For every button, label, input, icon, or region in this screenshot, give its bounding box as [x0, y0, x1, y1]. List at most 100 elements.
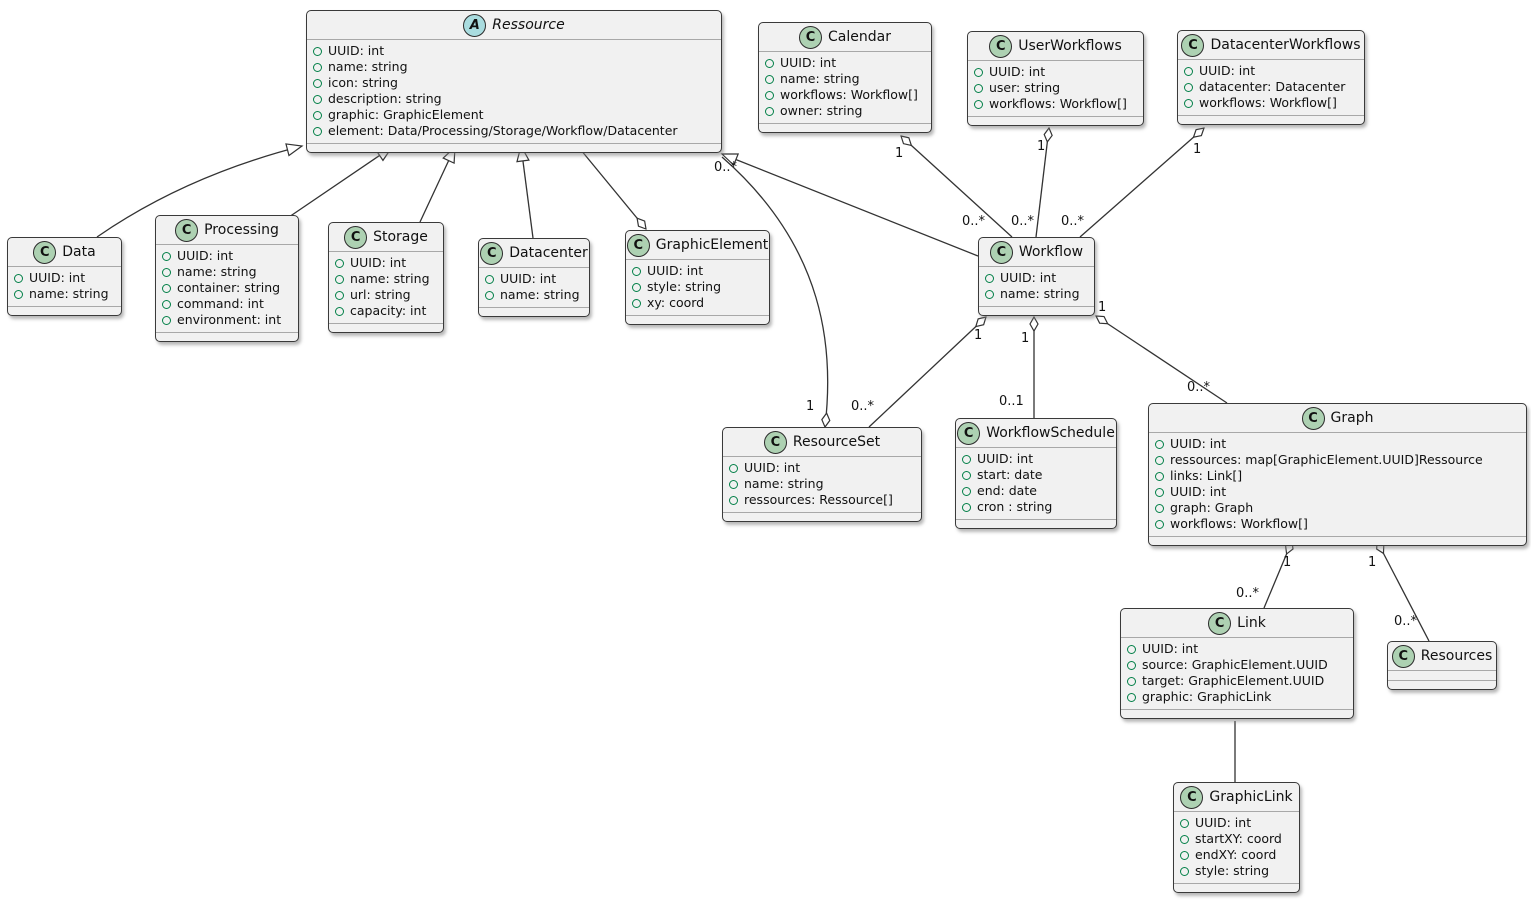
class-attribute: element: Data/Processing/Storage/Workflo… [313, 123, 713, 139]
attribute-text: name: string [177, 264, 257, 279]
field-visibility-icon [485, 274, 494, 284]
field-visibility-icon [632, 282, 641, 292]
field-visibility-icon [1155, 471, 1164, 481]
field-visibility-icon [974, 67, 983, 77]
class-attribute: container: string [162, 280, 290, 296]
attribute-text: environment: int [177, 312, 282, 327]
class-title: C Workflow [979, 238, 1094, 266]
attribute-text: source: GraphicElement.UUID [1142, 657, 1328, 672]
field-visibility-icon [985, 289, 994, 299]
edge-graph-aggregates-link [1263, 541, 1292, 609]
class-methods-compartment [1388, 681, 1496, 689]
edge-calendar-aggregates-workflow [901, 136, 1013, 238]
class-attribute: name: string [765, 71, 923, 87]
attribute-text: UUID: int [500, 271, 557, 286]
multiplicity-label: 1 [895, 146, 904, 161]
attribute-text: container: string [177, 280, 281, 295]
attribute-text: UUID: int [1170, 484, 1227, 499]
attribute-text: ressources: Ressource[] [744, 492, 893, 507]
attribute-text: UUID: int [780, 55, 837, 70]
class-stereotype-icon: C [344, 225, 368, 249]
class-attribute: xy: coord [632, 295, 761, 311]
class-name: Processing [204, 222, 279, 238]
field-visibility-icon [335, 306, 344, 316]
attribute-text: owner: string [780, 103, 863, 118]
class-attribute: endXY: coord [1180, 847, 1291, 863]
class-attribute: end: date [962, 483, 1108, 499]
class-attribute: user: string [974, 80, 1135, 96]
attribute-text: name: string [350, 271, 430, 286]
attribute-text: endXY: coord [1195, 847, 1277, 862]
field-visibility-icon [162, 315, 171, 325]
field-visibility-icon [1127, 660, 1136, 670]
field-visibility-icon [1180, 834, 1189, 844]
attribute-text: icon: string [328, 75, 398, 90]
attribute-text: UUID: int [177, 248, 234, 263]
field-visibility-icon [729, 495, 738, 505]
attribute-text: name: string [500, 287, 580, 302]
field-visibility-icon [765, 74, 774, 84]
attribute-text: cron : string [977, 499, 1053, 514]
class-attribute: UUID: int [974, 64, 1135, 80]
field-visibility-icon [1155, 503, 1164, 513]
attribute-text: command: int [177, 296, 264, 311]
multiplicity-label: 1 [974, 328, 983, 343]
field-visibility-icon [1127, 676, 1136, 686]
class-attribute: UUID: int [335, 255, 435, 271]
multiplicity-label: 1 [1098, 300, 1107, 315]
multiplicity-label: 0..1 [999, 394, 1024, 409]
field-visibility-icon [335, 258, 344, 268]
class-methods-compartment [329, 324, 443, 332]
class-stereotype-icon: C [989, 240, 1013, 264]
class-name: Workflow [1018, 244, 1084, 260]
class-stereotype-icon: C [480, 241, 504, 265]
field-visibility-icon [313, 94, 322, 104]
class-attribute: style: string [1180, 863, 1291, 879]
class-methods-compartment [1174, 884, 1299, 892]
field-visibility-icon [313, 78, 322, 88]
edge-datacenterworkflows-aggregates-workflow [1079, 128, 1204, 238]
class-attribute: name: string [313, 59, 713, 75]
class-stereotype-icon: C [626, 233, 650, 257]
class-methods-compartment [759, 124, 931, 132]
attribute-text: UUID: int [647, 263, 704, 278]
class-name: GraphicElement [655, 237, 769, 253]
class-stereotype-icon: C [763, 430, 787, 454]
edge-resourceset-aggregates-ressource [721, 156, 828, 427]
class-attribute: UUID: int [1180, 815, 1291, 831]
class-methods-compartment [956, 520, 1116, 528]
class-title: C Storage [329, 223, 443, 251]
attribute-text: end: date [977, 483, 1037, 498]
class-name: Data [62, 244, 96, 260]
field-visibility-icon [962, 470, 971, 480]
attribute-text: UUID: int [1170, 436, 1227, 451]
class-attribute: datacenter: Datacenter [1184, 79, 1356, 95]
class-name: Storage [373, 229, 428, 245]
class-attribute: name: string [729, 476, 913, 492]
multiplicity-label: 0..* [962, 214, 986, 229]
class-attribute: name: string [485, 287, 581, 303]
field-visibility-icon [1184, 82, 1193, 92]
multiplicity-label: 0..* [851, 399, 875, 414]
class-attribute: UUID: int [1155, 484, 1518, 500]
class-attribute: links: Link[] [1155, 468, 1518, 484]
